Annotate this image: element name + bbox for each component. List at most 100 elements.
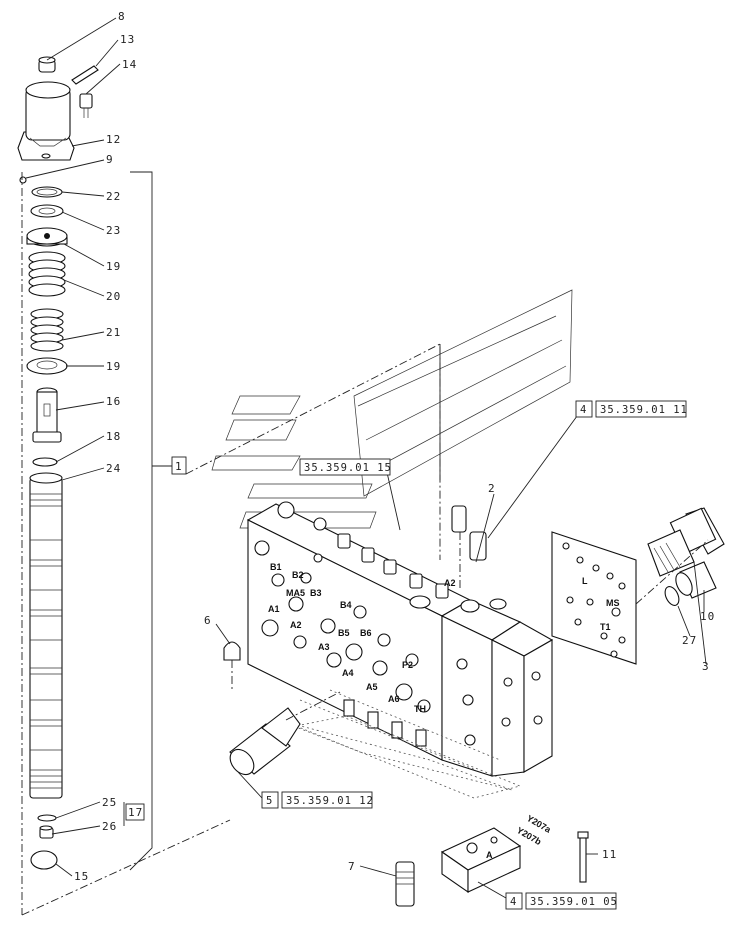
callout-11: 11 [602,848,617,861]
callout-13: 13 [120,33,135,46]
ref-4-top-num: 4 [580,404,587,416]
part-16-spool [32,387,62,443]
port-b1: B1 [270,562,282,572]
callout-14: 14 [122,58,137,71]
callout-17-box [125,803,145,821]
ref-4-top-code: 35.359.01 11 [600,404,688,416]
port-b5: B5 [338,628,350,638]
part-11-bolt [577,831,589,883]
port-th: TH [414,704,426,714]
port-b6: B6 [360,628,372,638]
part-22-oring [31,186,63,198]
part-13-pin [71,65,99,85]
port-b4: B4 [340,600,352,610]
callout-18: 18 [106,430,121,443]
port-l: L [582,576,588,586]
part-5-cartridge [229,691,341,776]
port-a4: A4 [342,668,354,678]
lower-valve-block: A Y207a Y207b [440,813,553,894]
block-holes [254,501,543,746]
mounting-plate-ghost [277,689,522,799]
callout-12: 12 [106,133,121,146]
callout-17: 17 [128,806,143,819]
port-labels: B1 B2 MA5 B3 A1 A2 B4 B5 B6 A3 A4 A5 A6 … [268,562,456,714]
ref-5-code: 35.359.01 12 [286,795,374,807]
right-leaders [215,344,707,899]
part-24-cartridge [29,472,63,799]
ref-5: 5 35.359.01 12 [261,791,374,809]
part-3-axis [635,539,709,605]
part-14-screw [79,93,93,118]
part-6-plug [223,641,241,690]
port-b2: B2 [292,570,304,580]
callout-2: 2 [488,482,496,495]
callout-24: 24 [106,462,121,475]
callout-22: 22 [106,190,121,203]
part-21-spring [30,308,64,352]
top-fittings [337,533,507,613]
part-19a-plate [26,227,68,247]
part-27-ring [664,586,680,606]
left-valve-stack [17,56,99,915]
callout-27: 27 [682,634,697,647]
bottom-fittings [343,699,427,747]
port-ms: MS [606,598,620,608]
ref-15-box: 35.359.01 15 [299,458,392,476]
port-p2: P2 [402,660,413,670]
callout-15: 15 [74,870,89,883]
part-20-spring [28,251,66,297]
main-valve-block: B1 B2 MA5 B3 A1 A2 B4 B5 B6 A3 A4 A5 A6 … [246,501,554,777]
callout-6: 6 [204,614,212,627]
side-plate: L MS T1 [551,531,637,665]
ref-4-bottom-num: 4 [510,896,517,908]
callout-3: 3 [702,660,710,673]
group-1-bracket [129,171,172,871]
part-2-valve [451,505,487,590]
callout-1: 1 [175,460,183,473]
callout-9: 9 [106,153,114,166]
ref-15-code: 35.359.01 15 [304,462,392,474]
part-15-ring [30,850,58,870]
part-18-oring [32,457,58,467]
port-b3: B3 [310,588,322,598]
port-a2: A2 [290,620,302,630]
part-10-plug [675,561,717,599]
port-a6: A6 [388,694,400,704]
callout-25: 25 [102,796,117,809]
callout-19a: 19 [106,260,121,273]
part-26-screen [39,825,54,839]
ghost-outline [211,289,573,529]
callout-10: 10 [700,610,715,623]
port-t1: T1 [600,622,611,632]
callout-8: 8 [118,10,126,23]
callout-7: 7 [348,860,356,873]
callout-26: 26 [102,820,117,833]
port-a3: A3 [318,642,330,652]
port-a1: A1 [268,604,280,614]
callout-1-box [171,456,187,475]
ref-4-bottom-code: 35.359.01 05 [530,896,618,908]
port-ma5: MA5 [286,588,305,598]
ref-4-bottom: 4 35.359.01 05 [505,892,618,910]
part-7-valve [395,861,415,907]
ref-4-top: 4 35.359.01 11 [575,400,688,418]
callout-23: 23 [106,224,121,237]
part-9-ring [19,176,27,184]
callout-21: 21 [106,326,121,339]
assembly-path-lines [21,343,441,916]
stack-callouts: 8 13 14 12 9 22 23 19 20 21 19 16 18 24 … [74,10,187,883]
part-23-washer [30,204,64,218]
part-8-cap [38,56,56,73]
part-3-cartridge [647,507,725,577]
port-a-lower: A [486,850,493,860]
port-a2b: A2 [444,578,456,588]
ref-5-num: 5 [266,795,273,807]
callout-16: 16 [106,395,121,408]
right-callouts: 2 3 6 7 10 11 27 [204,482,715,873]
callout-20: 20 [106,290,121,303]
part-12-solenoid [17,81,75,161]
stack-leaders [25,17,125,877]
part-25-ring [37,814,57,822]
